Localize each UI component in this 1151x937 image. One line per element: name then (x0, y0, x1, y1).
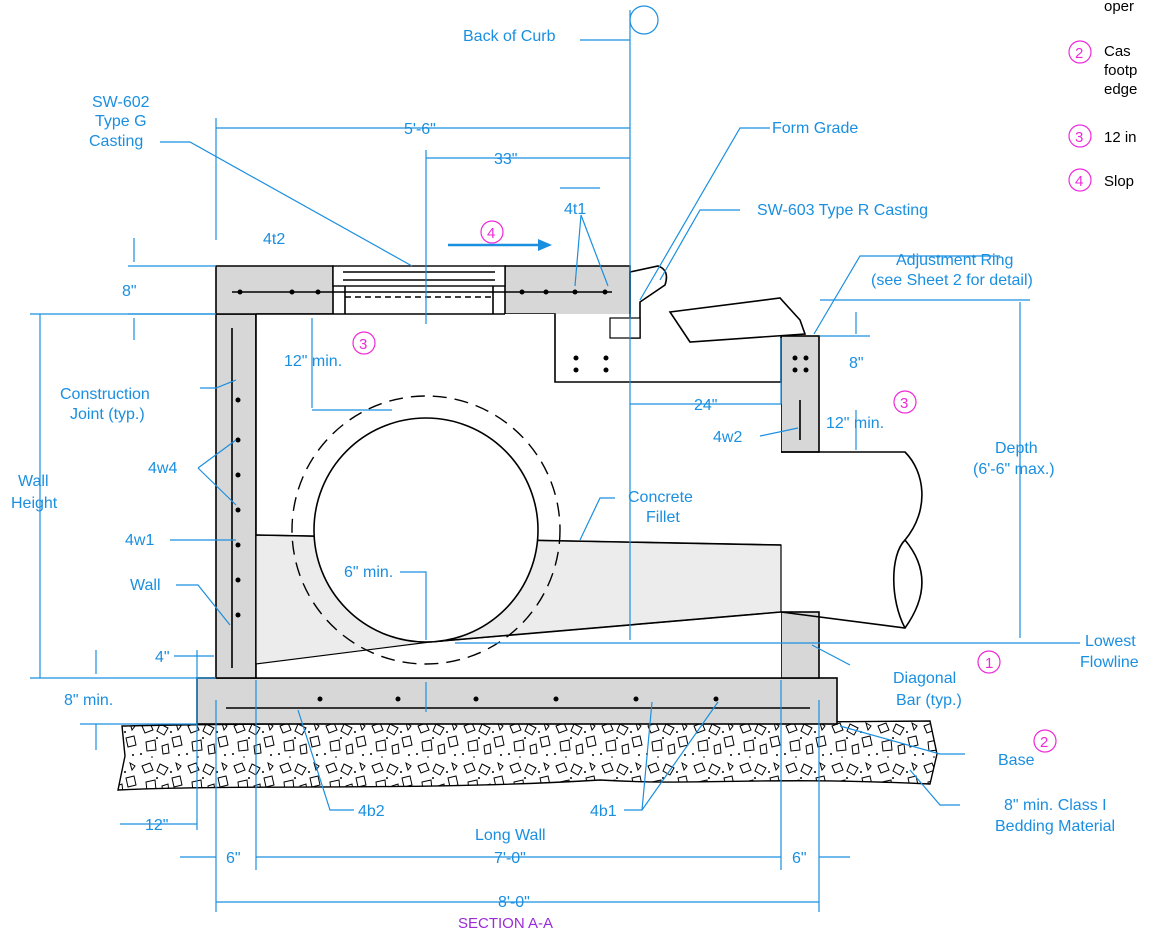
label-sw603: SW-603 Type R Casting (757, 202, 928, 219)
side-note-3: 3 (1075, 129, 1083, 146)
bar-label-4b2: 4b2 (358, 803, 385, 820)
bar-label-4t2: 4t2 (263, 231, 285, 248)
label-depth-2: (6'-6" max.) (973, 461, 1055, 478)
label-concrete-fillet-2: Fillet (646, 509, 680, 526)
note-1: 1 (985, 655, 993, 672)
top-slab (215, 265, 334, 315)
label-diagonal-1: Diagonal (893, 670, 956, 687)
dim-24: 24" (694, 397, 717, 414)
base-slab (196, 677, 838, 725)
note-3-circle-right (893, 390, 917, 414)
dim-6-left: 6" (226, 850, 241, 867)
left-wall (215, 313, 257, 679)
bar-label-4t1: 4t1 (564, 201, 586, 218)
bedding-material (117, 720, 938, 791)
pipe-opening (313, 417, 539, 643)
side-note-text-4: Slop (1104, 173, 1134, 190)
note-2: 2 (1040, 734, 1048, 751)
label-lowest-2: Flowline (1080, 654, 1139, 671)
note-1-circle (977, 650, 1001, 674)
note-3-right: 3 (900, 395, 908, 412)
label-wall-height-2: Height (11, 495, 58, 512)
note-3-left: 3 (359, 336, 367, 353)
note-3-circle-left (352, 331, 376, 355)
sw602-casting (332, 265, 506, 287)
label-wall-height-1: Wall (18, 473, 49, 490)
dim-4: 4" (155, 649, 170, 666)
label-diagonal-2: Bar (typ.) (896, 692, 962, 709)
label-base: Base (998, 752, 1035, 769)
side-note-4-circle (1068, 168, 1092, 192)
side-note-text-2a: Cas (1104, 43, 1131, 60)
label-back-of-curb: Back of Curb (463, 28, 556, 45)
label-sw602-line1: SW-602 (92, 94, 150, 111)
adjustment-ring (668, 297, 807, 343)
dim-12: 12" (145, 817, 168, 834)
label-concrete-fillet-1: Concrete (628, 489, 693, 506)
bar-label-4w4: 4w4 (148, 460, 177, 477)
side-note-4: 4 (1075, 173, 1083, 190)
label-long-wall: Long Wall (475, 827, 546, 844)
note-4-circle (480, 220, 504, 244)
adjustment-block (609, 317, 641, 339)
right-wall-lower (780, 611, 820, 679)
side-note-text-3: 12 in (1104, 129, 1137, 146)
dim-5-6: 5'-6" (404, 121, 436, 138)
dim-8-right: 8" (849, 355, 864, 372)
dim-33: 33" (494, 151, 517, 168)
outlet-pipe (780, 451, 923, 629)
dim-12min-right: 12" min. (826, 415, 884, 432)
label-construction-joint-2: Joint (typ.) (70, 406, 145, 423)
dim-8-top: 8" (122, 283, 137, 300)
label-bedding-1: 8" min. Class I (1004, 797, 1107, 814)
label-sw602-line2: Type G (95, 113, 147, 130)
bar-label-4w2: 4w2 (713, 429, 742, 446)
pipe-outer-dashed (291, 395, 561, 665)
section-title: SECTION A-A (458, 915, 553, 932)
dim-7-0: 7'-0" (494, 850, 526, 867)
dimension-lines (30, 5, 1080, 912)
label-wall: Wall (130, 577, 161, 594)
note-4: 4 (487, 225, 495, 242)
label-bedding-2: Bedding Material (995, 818, 1115, 835)
dim-8min: 8" min. (64, 692, 113, 709)
label-form-grade: Form Grade (772, 120, 858, 137)
side-note-text-2b: footp (1104, 62, 1137, 79)
label-depth-1: Depth (995, 440, 1038, 457)
bar-label-4b1: 4b1 (590, 803, 617, 820)
side-note-2: 2 (1075, 45, 1083, 62)
side-note-2-circle (1068, 40, 1092, 64)
label-adjustment-ring-1: Adjustment Ring (896, 252, 1013, 269)
slope-arrowhead (538, 239, 552, 251)
label-lowest-1: Lowest (1085, 633, 1136, 650)
side-note-text-2c: edge (1104, 81, 1137, 98)
side-note-text-1: oper (1104, 0, 1134, 15)
label-adjustment-ring-2: (see Sheet 2 for detail) (871, 272, 1033, 289)
rebar-dots (235, 289, 809, 702)
dim-8-0: 8'-0" (498, 894, 530, 911)
note-2-circle (1033, 729, 1057, 753)
dim-12min-left: 12" min. (284, 353, 342, 370)
label-sw602-line3: Casting (89, 133, 143, 150)
side-note-3-circle (1068, 124, 1092, 148)
bar-label-4w1: 4w1 (125, 532, 154, 549)
dim-6-right: 6" (792, 850, 807, 867)
dim-6min: 6" min. (344, 564, 393, 581)
label-construction-joint-1: Construction (60, 386, 150, 403)
